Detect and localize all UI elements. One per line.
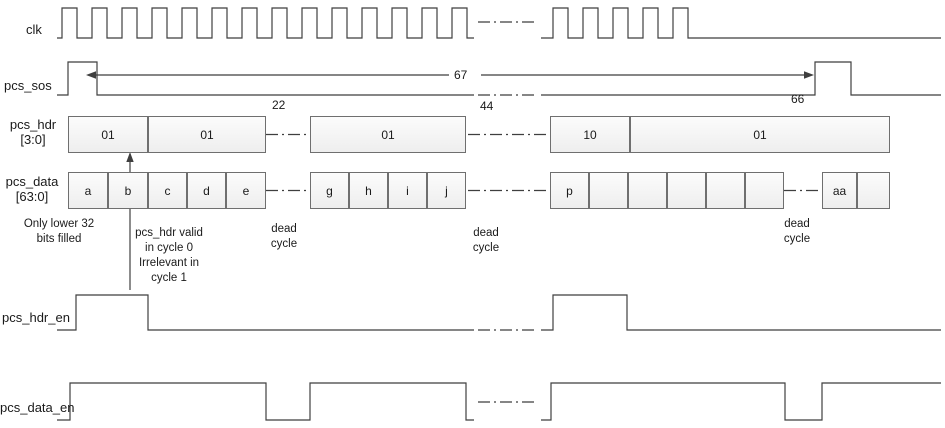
hdr-valid-note-line4: cycle 1 [151, 272, 187, 284]
signal-label-pcs-hdr-range: [3:0] [20, 132, 46, 147]
signal-label-pcs-hdr-en: pcs_hdr_en [2, 310, 70, 325]
data-box [667, 172, 706, 209]
dead-cycle-line1: dead [784, 218, 810, 230]
pcs-sos-waveform [57, 61, 941, 96]
arrowhead-right-icon [804, 71, 814, 79]
gap1-cycle-count: 22 [272, 98, 286, 112]
hdr-valid-note-line3: Irrelevant in [138, 257, 200, 269]
signal-label-pcs-sos: pcs_sos [4, 78, 52, 93]
data-box [857, 172, 890, 209]
hdr-valid-note: pcs_hdr valid in cycle 0 Irrelevant in c… [122, 226, 216, 286]
dead-cycle-line1: dead [271, 223, 297, 235]
hdr-box: 01 [148, 116, 266, 153]
dead-cycle-note-1: dead cycle [262, 222, 306, 252]
clk-waveform [57, 7, 941, 39]
hdr-box: 01 [68, 116, 148, 153]
data-box: b [108, 172, 148, 209]
data-box: j [427, 172, 466, 209]
lower32-note-line2: bits filled [36, 233, 82, 245]
data-box: e [226, 172, 266, 209]
signal-label-pcs-hdr: pcs_hdr [3:0] [4, 117, 62, 147]
dead-cycle-note-3: dead cycle [775, 217, 819, 247]
sos-interval-count: 67 [451, 68, 471, 82]
data-box: g [310, 172, 349, 209]
signal-label-pcs-data-name: pcs_data [5, 174, 59, 189]
hdr-box: 01 [630, 116, 890, 153]
hdr-box: 01 [310, 116, 466, 153]
gap2-cycle-count: 44 [480, 99, 494, 113]
signal-label-pcs-data-range: [63:0] [15, 189, 49, 204]
dead-cycle-line1: dead [473, 227, 499, 239]
data-box: a [68, 172, 108, 209]
dead-cycle-line2: cycle [472, 242, 500, 254]
data-box [589, 172, 628, 209]
dead-cycle-line2: cycle [783, 233, 811, 245]
data-box: h [349, 172, 388, 209]
data-box [706, 172, 745, 209]
data-box: i [388, 172, 427, 209]
data-box: d [187, 172, 226, 209]
data-box: p [550, 172, 589, 209]
pcs-data-en-waveform [57, 382, 941, 421]
data-box: c [148, 172, 187, 209]
dead-cycle-note-2: dead cycle [464, 226, 508, 256]
data-box: aa [822, 172, 857, 209]
signal-label-pcs-data: pcs_data [63:0] [2, 174, 62, 204]
hdr-box: 10 [550, 116, 630, 153]
data-box [628, 172, 667, 209]
signal-label-pcs-hdr-name: pcs_hdr [9, 117, 57, 132]
arrowhead-up-icon [126, 152, 134, 162]
lower32-note-line1: Only lower 32 [23, 218, 95, 230]
dead-cycle-line2: cycle [270, 238, 298, 250]
arrowhead-left-icon [86, 71, 96, 79]
hdr-valid-note-line1: pcs_hdr valid [135, 227, 203, 239]
hdr-valid-note-line2: in cycle 0 [145, 242, 193, 254]
signal-label-pcs-data-en: pcs_data_en [0, 400, 75, 415]
data-box [745, 172, 784, 209]
lower32-note: Only lower 32 bits filled [13, 217, 105, 247]
gap3-cycle-count: 66 [791, 92, 805, 106]
signal-label-clk: clk [26, 22, 42, 37]
pcs-hdr-en-waveform [57, 294, 941, 331]
